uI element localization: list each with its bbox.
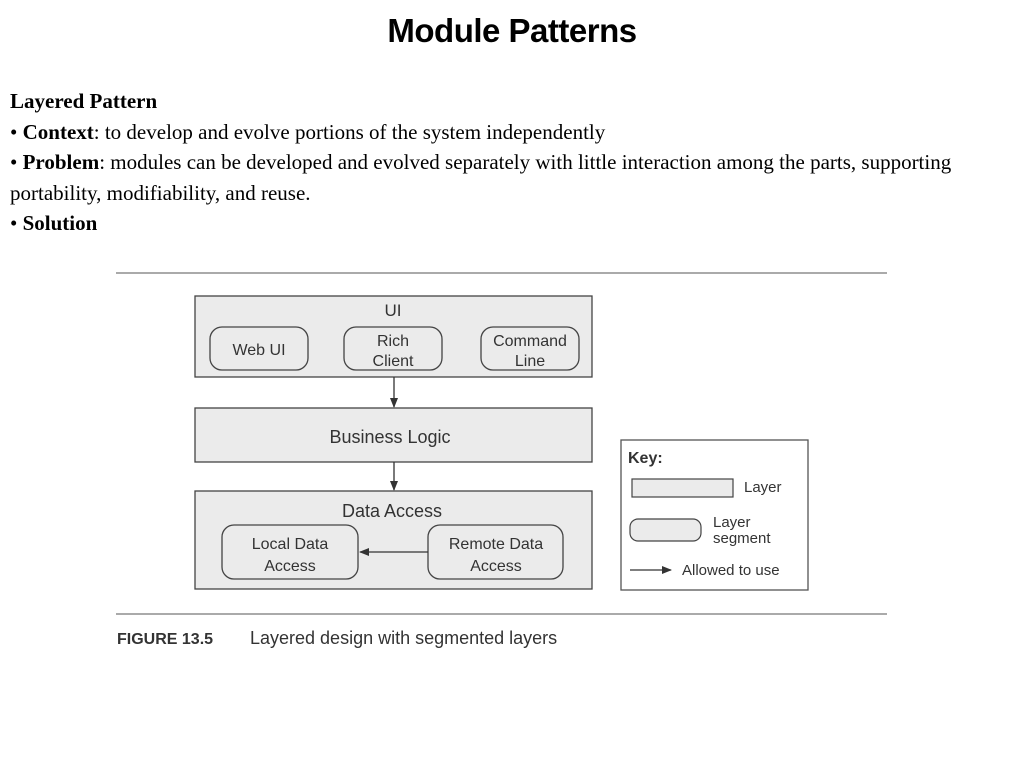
- web-ui-label: Web UI: [232, 342, 285, 359]
- local-data-label-line2: Access: [264, 558, 316, 575]
- remote-data-label-line1: Remote Data: [449, 536, 543, 553]
- business-logic-layer: Business Logic: [194, 407, 593, 463]
- pattern-heading: Layered Pattern: [10, 89, 158, 113]
- slide-body: Layered Pattern • Context: to develop an…: [10, 86, 1014, 239]
- key-legend: Key: Layer Layer segment Allowed to use: [620, 439, 809, 591]
- command-line-segment: Command Line: [480, 326, 580, 371]
- remote-data-label-line2: Access: [470, 558, 522, 575]
- solution-label: Solution: [22, 211, 98, 235]
- web-ui-segment: Web UI: [209, 326, 309, 371]
- command-line-label-line2: Line: [515, 353, 545, 370]
- context-text: : to develop and evolve portions of the …: [93, 119, 606, 144]
- data-access-label: Data Access: [342, 501, 442, 521]
- key-segment-label-line1: Layer: [713, 514, 751, 531]
- local-data-access-segment: Local Data Access: [221, 524, 359, 580]
- key-title: Key:: [628, 450, 663, 467]
- data-access-layer: Data Access Local Data Access Remote Dat…: [194, 490, 593, 590]
- rich-client-label-line2: Client: [373, 353, 414, 370]
- rich-client-label-line1: Rich: [377, 333, 409, 350]
- ui-layer: UI Web UI Rich Client Command Line: [194, 295, 593, 378]
- problem-label: Problem: [22, 150, 100, 174]
- key-segment-label-line2: segment: [713, 530, 771, 547]
- context-bullet: • Context: to develop and evolve portion…: [10, 119, 606, 144]
- figure-caption: FIGURE 13.5 Layered design with segmente…: [117, 628, 557, 648]
- local-data-label-line1: Local Data: [252, 536, 329, 553]
- solution-bullet: • Solution: [10, 211, 98, 235]
- problem-text: : modules can be developed and evolved s…: [10, 150, 952, 205]
- caption-text: Layered design with segmented layers: [250, 628, 557, 648]
- business-logic-label: Business Logic: [329, 427, 450, 447]
- key-layer-swatch: [631, 478, 734, 498]
- command-line-label-line1: Command: [493, 333, 567, 350]
- caption-label: FIGURE 13.5: [117, 631, 213, 648]
- ui-layer-label: UI: [385, 301, 402, 320]
- problem-bullet: • Problem: modules can be developed and …: [10, 150, 952, 205]
- rich-client-segment: Rich Client: [343, 326, 443, 371]
- key-segment-swatch: [629, 518, 702, 542]
- context-label: Context: [22, 119, 94, 144]
- slide-title: Module Patterns: [387, 12, 637, 49]
- remote-data-access-segment: Remote Data Access: [427, 524, 564, 580]
- key-layer-label: Layer: [744, 479, 782, 496]
- key-allowed-label: Allowed to use: [682, 562, 780, 579]
